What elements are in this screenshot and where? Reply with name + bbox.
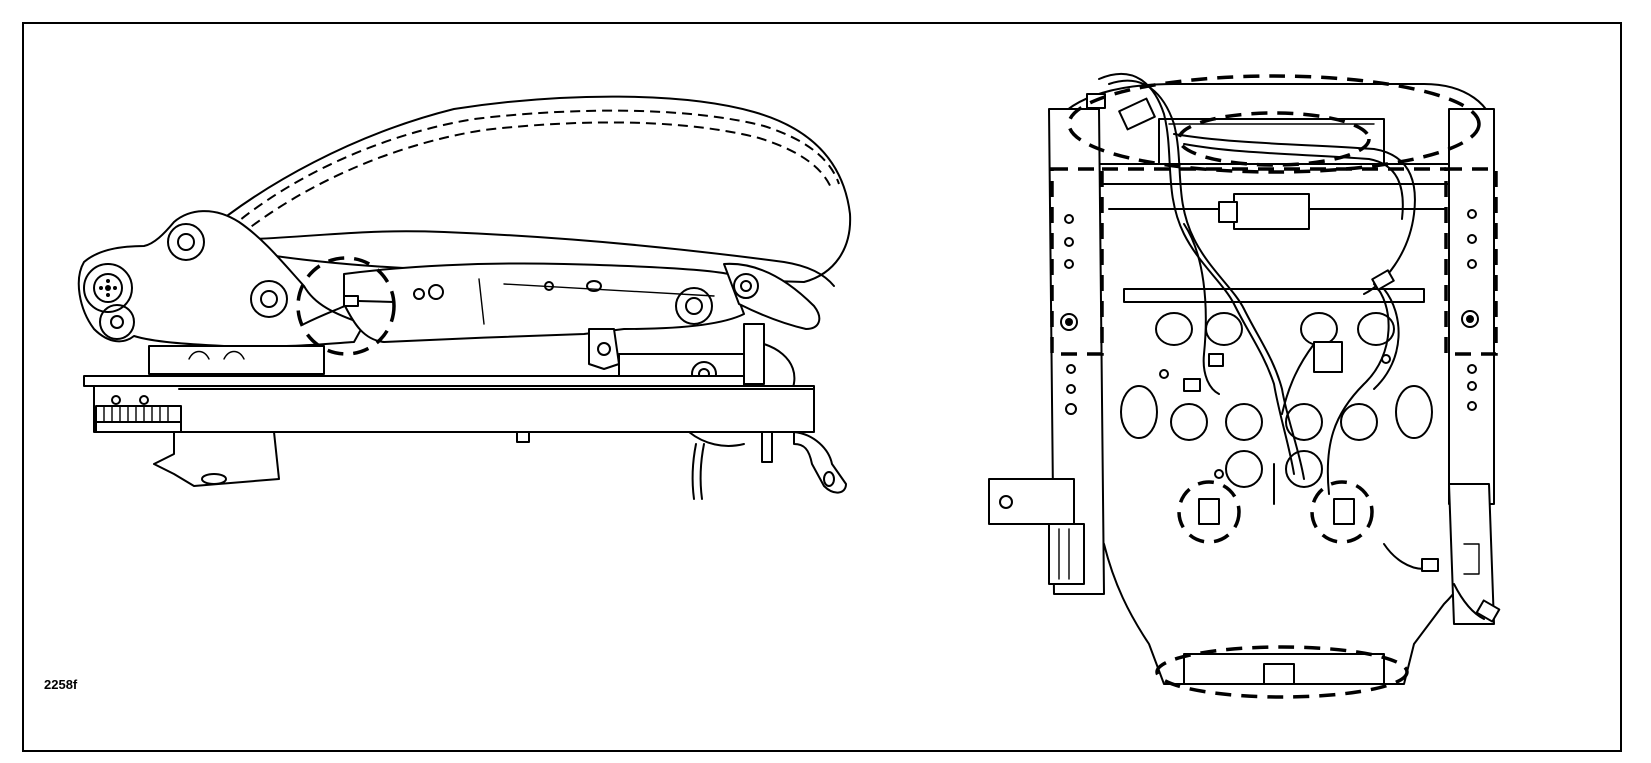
detail-circle-left-latch <box>1177 480 1241 544</box>
rear-mount-foot <box>153 431 280 487</box>
left-side-rail <box>1048 108 1105 595</box>
figure-id-label: 2258f <box>44 677 78 692</box>
front-mount-foot <box>793 431 847 494</box>
detail-rect-left-rail <box>1050 167 1104 356</box>
detail-oval-top-inner <box>1177 111 1371 167</box>
detail-circle-right-latch <box>1310 480 1374 544</box>
detail-oval-bottom <box>1155 645 1409 699</box>
right-side-rail <box>1448 108 1495 505</box>
seat-cushion <box>203 95 852 283</box>
wire-harness <box>1098 73 1295 475</box>
illustration-frame: 2258f <box>22 22 1622 752</box>
side-view-seat <box>77 95 852 500</box>
detail-oval-top <box>1067 74 1481 174</box>
pivot-plate <box>77 210 365 348</box>
technical-illustration <box>77 73 1501 699</box>
top-view-seat-frame <box>988 73 1501 699</box>
seat-side-frame <box>343 262 745 343</box>
detail-rect-right-rail <box>1444 167 1498 356</box>
seat-track-lower <box>93 385 815 433</box>
detail-circle-connector <box>296 256 396 356</box>
seat-track-upper <box>83 375 745 387</box>
